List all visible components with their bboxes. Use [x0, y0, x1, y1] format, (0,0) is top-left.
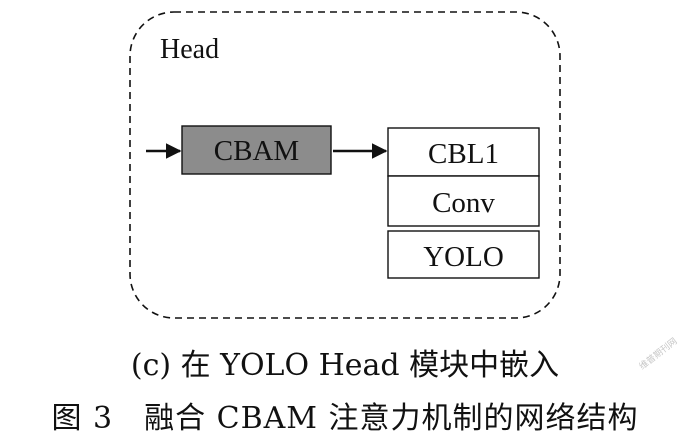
yolo-block	[387, 230, 540, 279]
figure-caption: 图 3 融合 CBAM 注意力机制的网络结构	[51, 401, 639, 436]
cbl1-block	[387, 127, 540, 177]
head-label: Head	[160, 34, 219, 65]
head-container	[129, 11, 561, 319]
conv-label: Conv	[432, 187, 495, 219]
subfigure-caption: (c) 在 YOLO Head 模块中嵌入	[130, 348, 560, 383]
cbl1-label: CBL1	[428, 138, 499, 170]
conv-block	[387, 175, 540, 227]
cbam-label: CBAM	[214, 135, 299, 167]
yolo-label: YOLO	[423, 241, 504, 273]
cbam-block	[181, 125, 332, 175]
network-diagram: Head CBAM CBL1 Conv YOLO	[129, 11, 561, 319]
